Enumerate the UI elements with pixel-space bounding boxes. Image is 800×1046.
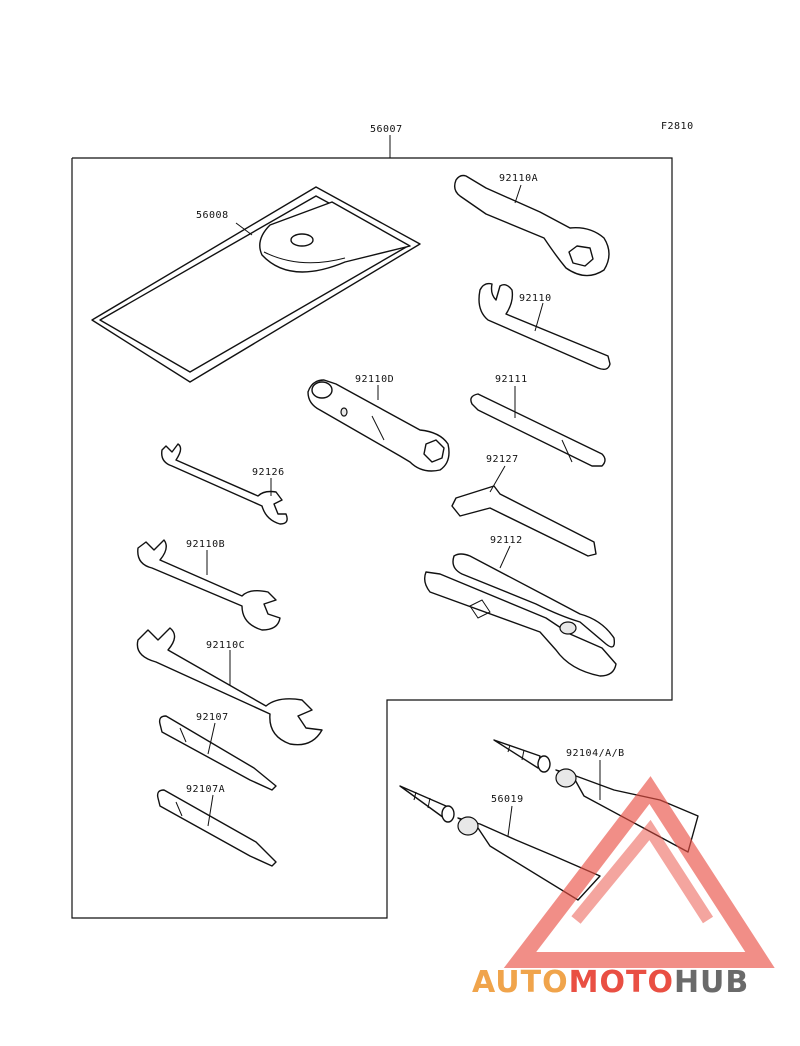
label-screwdriver-b[interactable]: 92107A [186, 784, 225, 795]
screwdriver-b [156, 789, 277, 867]
pliers [423, 553, 617, 677]
plug-wrench [307, 379, 450, 472]
grease-tube-b [399, 785, 601, 901]
leader-pouch [235, 222, 253, 236]
label-wrench-small[interactable]: 92126 [252, 467, 285, 478]
label-screwdriver-a[interactable]: 92107 [196, 712, 229, 723]
leader-box-wrench [514, 184, 522, 204]
label-plug-wrench[interactable]: 92110D [355, 374, 394, 385]
leader-screwdriver-b [207, 794, 214, 827]
watermark-word-1: AUTO [472, 965, 569, 1000]
wrench-large [136, 627, 323, 746]
leader-hex-key [489, 465, 506, 493]
leader-pliers [499, 545, 511, 569]
label-wrench-mid[interactable]: 92110B [186, 539, 225, 550]
watermark-word-3: HUB [674, 965, 749, 1000]
wrench-small [161, 443, 288, 525]
watermark-logo [503, 776, 775, 968]
watermark-text: AUTOMOTOHUB [472, 965, 749, 1000]
label-box-wrench[interactable]: 92110A [499, 173, 538, 184]
label-hex-key[interactable]: 92127 [486, 454, 519, 465]
label-pin-bar[interactable]: 92111 [495, 374, 528, 385]
watermark-triangle-outer [503, 776, 775, 968]
label-hook-wrench[interactable]: 92110 [519, 293, 552, 304]
pin-bar [470, 393, 606, 467]
label-pliers[interactable]: 92112 [490, 535, 523, 546]
label-grease-tube-b[interactable]: 56019 [491, 794, 524, 805]
tool-pouch [91, 186, 421, 383]
label-wrench-large[interactable]: 92110C [206, 640, 245, 651]
hook-wrench [478, 282, 611, 371]
leader-grease-tube-b [507, 805, 513, 837]
screwdriver-a [158, 715, 277, 791]
box-wrench [453, 174, 610, 277]
watermark-word-2: MOTO [569, 965, 674, 1000]
leader-screwdriver-a [207, 722, 216, 755]
hex-key [451, 485, 597, 557]
label-pouch[interactable]: 56008 [196, 210, 229, 221]
label-grease-tube-a[interactable]: 92104/A/B [566, 748, 625, 759]
label-kit[interactable]: 56007 [370, 124, 403, 135]
watermark-triangle-inner [571, 819, 714, 924]
kit-frame [71, 135, 673, 919]
figure-code: F2810 [661, 121, 694, 132]
wrench-mid [137, 539, 281, 631]
leader-hook-wrench [534, 302, 544, 332]
